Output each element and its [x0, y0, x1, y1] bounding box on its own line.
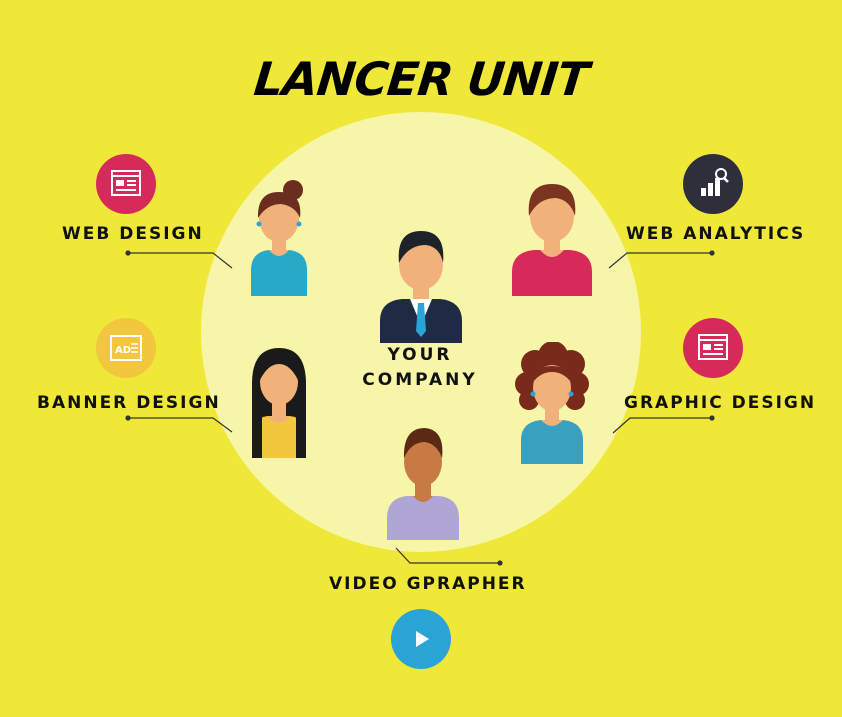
graphic-design-icon — [683, 318, 743, 378]
web-design-icon — [96, 154, 156, 214]
web-analyst-avatar — [512, 184, 592, 296]
center-label-line1: YOUR — [387, 345, 453, 365]
play-icon — [416, 631, 429, 647]
center-label-line2: COMPANY — [362, 370, 478, 390]
graphic-designer-avatar — [515, 342, 589, 464]
video-play-button[interactable] — [391, 609, 451, 669]
company-lead-avatar — [380, 231, 462, 343]
label-web-design: WEB DESIGN — [62, 224, 204, 244]
web-analytics-icon — [683, 154, 743, 214]
label-video-grapher: VIDEO GPRAPHER — [329, 574, 527, 594]
label-web-analytics: WEB ANALYTICS — [626, 224, 806, 244]
web-designer-avatar — [251, 180, 307, 296]
video-grapher-avatar — [387, 428, 459, 540]
label-graphic-design: GRAPHIC DESIGN — [624, 393, 817, 413]
svg-text:AD: AD — [115, 345, 131, 356]
banner-designer-avatar — [252, 348, 306, 458]
label-banner-design: BANNER DESIGN — [37, 393, 221, 413]
banner-design-icon: AD — [96, 318, 156, 378]
